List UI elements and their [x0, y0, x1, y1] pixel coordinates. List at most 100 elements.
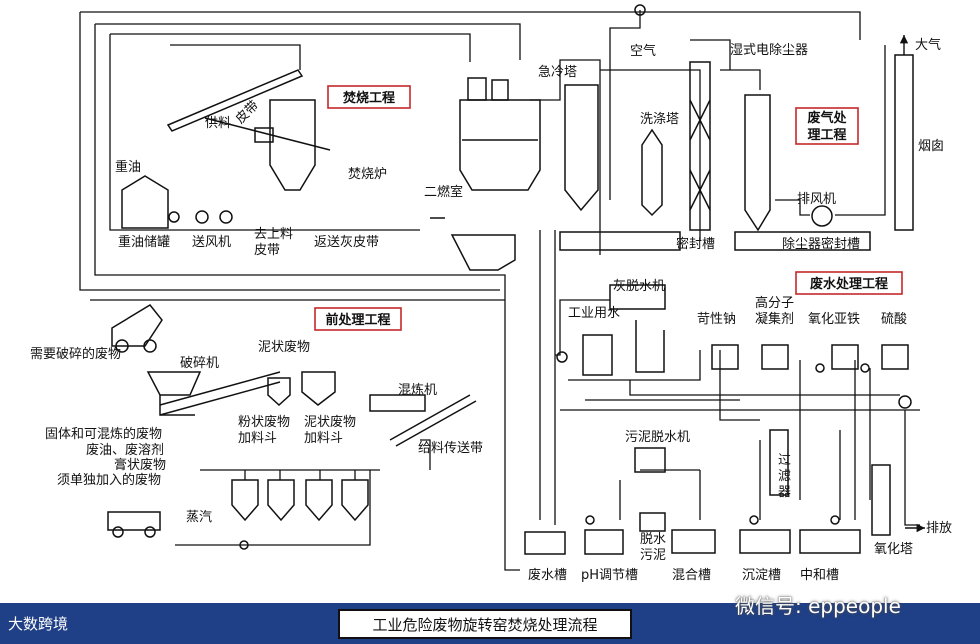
pipe-lines	[79, 10, 920, 571]
powder-hopper	[267, 377, 291, 407]
scrubber-tower	[641, 128, 663, 217]
crusher-conveyor	[159, 371, 281, 416]
pretreatment-section-box	[314, 307, 402, 331]
filter-column	[769, 429, 789, 496]
label-wastewater-tank: 废水槽	[528, 567, 567, 583]
mixer-machine	[369, 394, 426, 412]
feed-belt	[166, 69, 304, 132]
air-valve-icon	[634, 4, 646, 16]
label-mixing-tank: 混合槽	[672, 568, 711, 583]
exhaust-fan-icon	[811, 205, 833, 227]
label-dewatered-2: 污泥	[640, 548, 666, 563]
label-filter-2: 滤	[778, 469, 791, 484]
label-chimney: 烟囱	[918, 139, 944, 154]
label-scrubber: 洗涤塔	[640, 112, 679, 127]
section-waste-gas-line1: 废气处	[807, 110, 847, 126]
blower-icon	[195, 210, 209, 224]
chimney	[894, 54, 914, 231]
incinerator-furnace	[459, 99, 541, 191]
incineration-section-box	[327, 85, 411, 109]
label-ferrous-oxide: 氧化亚铁	[808, 312, 860, 327]
label-paste-waste: 膏状废物	[114, 457, 166, 473]
settling-tank	[739, 529, 791, 554]
label-polymer-2: 凝集剂	[755, 311, 794, 327]
label-exhaust-fan: 排风机	[797, 192, 836, 207]
section-pretreatment: 前处理工程	[325, 312, 390, 328]
ash-tank	[450, 234, 516, 271]
tanker-truck-icon	[107, 511, 161, 531]
dust-seal-tank	[734, 231, 871, 251]
wet-electrostatic-precipitator	[744, 94, 771, 232]
label-quench-tower: 急冷塔	[538, 65, 577, 80]
ph-adjust-tank	[584, 529, 624, 555]
wastewater-tank	[524, 531, 566, 555]
seal-tank	[559, 231, 681, 251]
label-discharge: 排放	[926, 521, 952, 536]
label-filter-1: 过	[778, 453, 791, 468]
mixing-tank	[671, 529, 716, 554]
label-polymer-1: 高分子	[755, 295, 794, 311]
label-sludge-waste: 泥状废物	[258, 339, 310, 355]
industrial-water-tank	[582, 334, 613, 376]
label-settling-tank: 沉淀槽	[742, 568, 781, 583]
section-incineration: 焚烧工程	[342, 90, 395, 106]
brand-logo: 大数跨境	[8, 615, 69, 633]
label-blower: 送风机	[192, 235, 231, 250]
label-to-feed-belt-1: 去上料	[254, 227, 293, 242]
label-atmosphere: 大气	[915, 37, 941, 53]
label-oxidation-tower: 氧化塔	[874, 542, 913, 557]
oxidation-tower	[871, 464, 891, 536]
dewatered-sludge-bin	[639, 512, 666, 532]
ferrous-oxide-tank	[831, 344, 859, 370]
sludge-hopper	[301, 371, 336, 406]
water-pump-icon	[556, 351, 568, 363]
storage-tank-4	[341, 479, 369, 522]
neutralization-tank	[799, 529, 861, 554]
label-feeding: 供料	[205, 116, 231, 131]
tank-pump-icon	[239, 540, 249, 550]
ash-dewatering-machine	[609, 284, 666, 310]
label-secondary-chamber: 二燃室	[424, 184, 463, 200]
section-waste-gas-line2: 理工程	[807, 128, 846, 143]
sulfuric-acid-tank	[881, 344, 909, 370]
label-dewatered-1: 脱水	[640, 532, 666, 547]
label-ash-return-belt: 返送灰皮带	[314, 235, 379, 250]
label-feed-belt: 给料传送带	[418, 441, 483, 456]
section-wastewater: 废水处理工程	[810, 276, 888, 292]
label-caustic-soda: 苛性钠	[697, 312, 736, 327]
label-industrial-water: 工业用水	[568, 306, 620, 321]
label-sludge-hopper-2: 加料斗	[304, 431, 343, 446]
sludge-dewatering-machine	[634, 447, 666, 473]
wastewater-section-box	[795, 271, 903, 295]
label-ph-tank: pH调节槽	[581, 568, 638, 583]
label-sludge-hopper-1: 泥状废物	[304, 414, 356, 430]
label-oil-solvent: 废油、废溶剂	[86, 442, 164, 458]
wastewater-fan-icon	[898, 395, 912, 409]
label-heavy-oil: 重油	[115, 159, 141, 175]
waste-gas-equipment	[559, 4, 914, 251]
label-ash-dewatering: 灰脱水机	[613, 279, 665, 294]
rotary-kiln	[269, 99, 316, 191]
label-sludge-dewatering: 污泥脱水机	[625, 430, 690, 445]
kiln-belt	[204, 117, 331, 151]
blower-icon-2	[219, 210, 233, 224]
packed-tower	[689, 61, 711, 231]
label-neutral-tank: 中和槽	[800, 568, 839, 583]
storage-tank-3	[305, 479, 333, 522]
label-sulfuric-acid: 硫酸	[881, 312, 907, 327]
label-incinerator: 焚烧炉	[348, 167, 387, 182]
pretreatment-equipment	[107, 304, 477, 550]
label-wet-esp: 湿式电除尘器	[730, 43, 808, 58]
incineration-equipment	[121, 69, 541, 271]
label-steam: 蒸汽	[186, 510, 212, 525]
dosing-pump-icon	[815, 363, 825, 373]
label-waste-to-crush: 需要破碎的废物	[30, 346, 121, 362]
ph-pump-icon	[585, 515, 595, 525]
label-mixer: 混炼机	[398, 383, 437, 398]
oil-pump-icon	[168, 211, 180, 223]
label-heavy-oil-tank: 重油储罐	[118, 234, 170, 250]
waste-gas-section-box	[795, 107, 859, 145]
label-seal-tank: 密封槽	[676, 236, 715, 252]
polymer-tank	[761, 344, 789, 370]
